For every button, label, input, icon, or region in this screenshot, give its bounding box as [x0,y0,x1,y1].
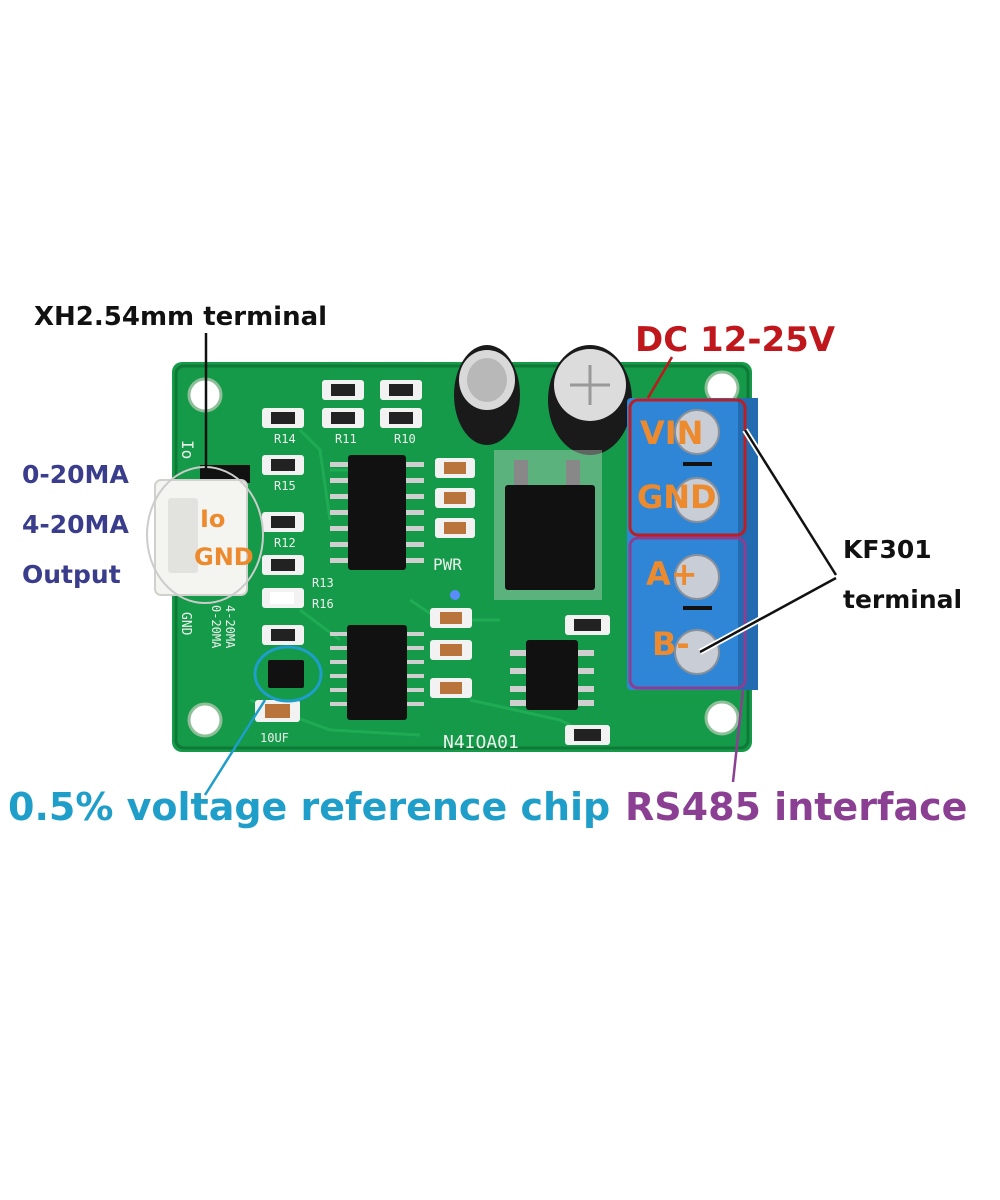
voltage-regulator [494,450,602,600]
pin-label-vin: VIN [640,414,704,452]
electrolytic-capacitors [454,345,632,455]
smd-components [255,380,610,745]
silk-io-side: Io [178,440,197,459]
leader-lines [203,333,839,796]
ic-chips [268,455,578,720]
silk-r15: R15 [274,479,296,493]
silk-r12: R12 [274,536,296,550]
silk-gnd-side: GND [178,612,193,636]
rs485-label: RS485 interface [625,785,968,829]
pcb-body [172,362,752,752]
output-range-label-2: 4-20MA [22,510,129,539]
mounting-holes [187,370,740,738]
pin-label-gnd: GND [637,478,717,516]
silk-r14: R14 [274,432,296,446]
silk-cap: 10UF [260,731,289,745]
pin-label-b-minus: B- [652,625,690,663]
xh-connector [146,465,264,604]
voltage-reference-label: 0.5% voltage reference chip [8,785,611,829]
pin-label-io: Io [200,505,226,533]
kf301-terminal-block [627,398,758,690]
pin-label-a-plus: A+ [646,555,698,593]
output-range-label-1: 0-20MA [22,460,129,489]
silk-r16: R16 [312,597,334,611]
silkscreen: N4IOA01 PWR 10UF R14 R11 R10 R15 R12 R13… [178,432,519,753]
output-label: Output [22,560,121,589]
kf301-label: KF301 [843,535,932,564]
rs485-highlight-box [628,536,747,690]
silk-r11: R11 [335,432,357,446]
dc-power-label: DC 12-25V [635,320,836,360]
silk-board-name: N4IOA01 [443,732,519,753]
vref-highlight-circle [253,645,323,703]
silk-r13: R13 [312,576,334,590]
silk-r10: R10 [394,432,416,446]
silk-range-b: 0-20MA [209,605,223,649]
ic-pins [330,462,594,706]
pin-label-io-gnd: GND [194,543,254,571]
silk-pwr: PWR [433,555,462,574]
xh-terminal-label: XH2.54mm terminal [34,302,328,332]
silk-range-a: 4-20MA [223,605,237,649]
dc-power-highlight-box [628,398,747,537]
kf301-terminal-label: terminal [843,585,963,614]
